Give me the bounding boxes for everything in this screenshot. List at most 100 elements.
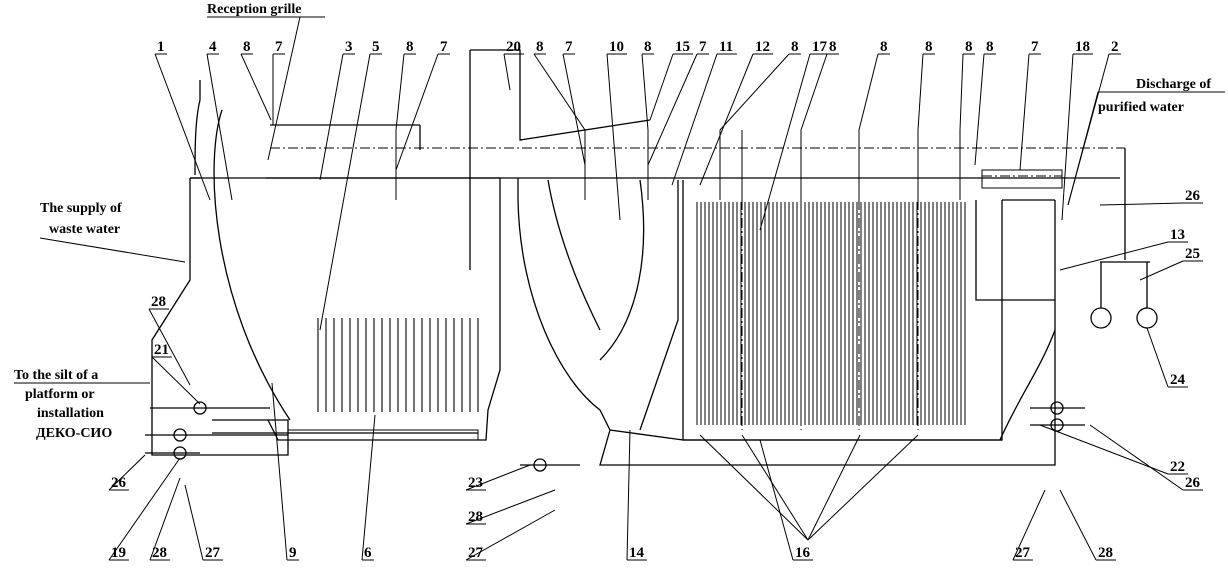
label-8: 8 (925, 39, 933, 55)
label-15: 15 (675, 39, 690, 55)
label-17: 17 (812, 39, 828, 55)
tank-13-bottom (999, 300, 1056, 441)
label-leader (1067, 53, 1110, 206)
label-leader (1089, 424, 1184, 491)
label-leader (149, 477, 181, 561)
collector-18 (981, 169, 1063, 189)
label-leader (1061, 53, 1074, 221)
label-leader (562, 53, 586, 166)
leader-reception-grille (267, 16, 301, 161)
label-leader (1019, 53, 1030, 171)
label-leader (626, 429, 631, 561)
label-leader (606, 53, 621, 221)
label-9: 9 (289, 545, 297, 561)
hopper-bottom (599, 330, 1056, 466)
label-26: 26 (111, 475, 127, 491)
caption-discharge-1: Discharge of (1136, 77, 1211, 92)
label-leader (1039, 424, 1169, 475)
label-leader (1012, 489, 1046, 561)
label-leader (151, 356, 201, 405)
label-leader (533, 53, 586, 131)
label-leader (206, 53, 233, 201)
label-5: 5 (372, 39, 380, 55)
label-11: 11 (719, 39, 733, 55)
label-1: 1 (157, 39, 165, 55)
caption-silt-3: installation (37, 406, 104, 421)
label-18: 18 (1075, 39, 1090, 55)
label-leader (671, 53, 718, 186)
grille-5 (317, 318, 479, 412)
label-28: 28 (468, 509, 483, 525)
label-26: 26 (1185, 475, 1201, 491)
label-8: 8 (644, 39, 652, 55)
label-leader (974, 53, 985, 166)
caption-silt-2: platform or (25, 387, 95, 402)
tank-10-curve (599, 179, 645, 361)
label-14: 14 (629, 545, 645, 561)
label-7: 7 (565, 39, 573, 55)
label-7: 7 (440, 39, 448, 55)
label-leader (395, 53, 405, 131)
label-leader (1146, 327, 1169, 388)
label-27: 27 (468, 545, 484, 561)
label-leader (465, 509, 556, 561)
label-leader (503, 53, 511, 91)
label-leader (1059, 241, 1169, 271)
label-leader (917, 53, 924, 131)
label-leader (807, 434, 861, 541)
label-27: 27 (1015, 545, 1031, 561)
label-23: 23 (468, 475, 483, 491)
label-28: 28 (151, 294, 166, 310)
pump-19b (173, 446, 187, 460)
label-leader (858, 53, 879, 131)
label-leader (1059, 489, 1097, 561)
pump-24b (1136, 307, 1158, 329)
label-8: 8 (880, 39, 888, 55)
aerator-pipe (287, 429, 479, 441)
caption-reception-grille: Reception grille (207, 2, 301, 17)
label-leader (361, 414, 376, 561)
label-8: 8 (791, 39, 799, 55)
label-leader (108, 454, 146, 491)
label-leader (184, 484, 204, 561)
tank-11-wall (639, 180, 679, 431)
label-leader (699, 53, 754, 186)
label-leader (649, 53, 674, 121)
label-leader (148, 308, 191, 386)
label-16: 16 (795, 545, 811, 561)
label-leader (719, 53, 790, 131)
label-19: 19 (111, 545, 126, 561)
caption-supply-2: waste water (49, 222, 120, 237)
label-leader (959, 53, 964, 131)
label-22: 22 (1170, 459, 1185, 475)
leader-supply (39, 237, 186, 263)
pump-right-a (1050, 401, 1064, 415)
label-13: 13 (1170, 227, 1185, 243)
label-leader (1099, 202, 1184, 206)
settler-curve (547, 179, 601, 331)
caption-supply-1: The supply of (40, 201, 122, 216)
label-8: 8 (829, 39, 837, 55)
label-leader (759, 439, 794, 561)
label-26: 26 (1185, 188, 1201, 204)
tank-1-wall (151, 178, 289, 456)
air-drops (395, 130, 961, 430)
label-27: 27 (205, 545, 221, 561)
label-leader (271, 382, 288, 561)
label-24: 24 (1170, 372, 1186, 388)
label-leader (240, 53, 272, 121)
tank-4-wall (194, 80, 201, 176)
label-28: 28 (1098, 545, 1113, 561)
label-7: 7 (699, 39, 707, 55)
label-leader (319, 53, 344, 181)
label-8: 8 (986, 39, 994, 55)
label-leader (807, 434, 919, 541)
tank-13-wall (975, 200, 1056, 301)
label-leader (465, 464, 531, 491)
label-7: 7 (275, 39, 283, 55)
label-8: 8 (406, 39, 414, 55)
label-leader (1139, 260, 1184, 281)
